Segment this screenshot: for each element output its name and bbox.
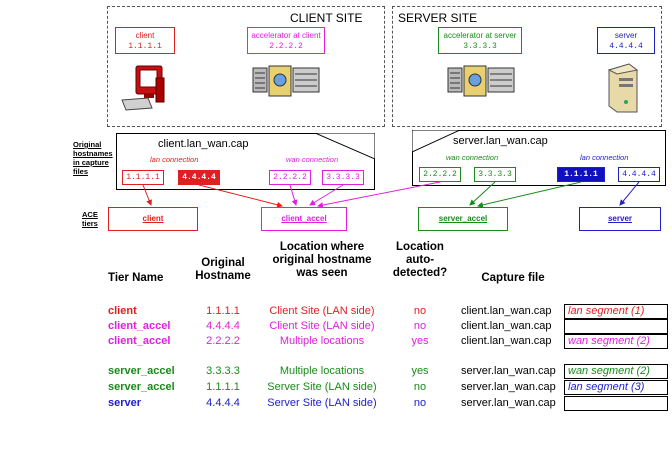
row-tier-name: server [108,397,142,409]
row-capture-file: client.lan_wan.cap [461,320,552,332]
mapping-arrows [142,181,640,208]
accel-server-host-ip: 3.3.3.3 [463,42,497,51]
row-location: Server Site (LAN side) [267,381,377,393]
arrow [198,184,283,208]
server-host-box: server 4.4.4.4 [597,27,655,54]
row-segment-note [564,396,668,411]
server-capture-box [412,130,666,186]
row-hostname: 2.2.2.2 [206,335,240,347]
tier-client-accel-box: client_accel [261,207,347,231]
table-header: Location auto-detected? [392,241,448,279]
client-site-region [107,6,385,127]
client-site-title: CLIENT SITE [290,11,363,25]
accel-server-host-label: accelerator at server [443,31,517,40]
client-host-box: client 1.1.1.1 [115,27,175,54]
row-auto-detected: no [413,320,427,332]
row-auto-detected: no [413,305,427,317]
table-header: Original Hostname [195,257,251,282]
row-segment-note: wan segment (2) [564,364,668,379]
server-site-region [392,6,662,127]
row-segment-note [564,319,668,334]
row-hostname: 1.1.1.1 [206,381,240,393]
row-auto-detected: yes [411,335,429,347]
row-location: Client Site (LAN side) [269,305,375,317]
capture-ip-box: 1.1.1.1 [122,170,164,185]
original-hostnames-label: Original hostnames in capture files [73,140,113,176]
accel-server-host-box: accelerator at server 3.3.3.3 [438,27,522,54]
row-segment-note: wan segment (2) [564,334,668,349]
client-host-label: client [135,31,155,40]
row-capture-file: client.lan_wan.cap [461,305,552,317]
capture-ip-box: 3.3.3.3 [322,170,364,185]
tier-server-box: server [579,207,661,231]
client-host-ip: 1.1.1.1 [128,42,162,51]
arrow [317,181,441,208]
capture-ip-box: 4.4.4.4 [178,170,220,185]
client-capture-name: client.lan_wan.cap [158,138,249,150]
tier-client-box: client [108,207,198,231]
wan-accelerator-icon [252,65,320,97]
ace-tiers-label: ACE tiers [82,210,98,228]
row-auto-detected: no [413,381,427,393]
row-hostname: 1.1.1.1 [206,305,240,317]
arrow [469,181,496,206]
row-capture-file: client.lan_wan.cap [461,335,552,347]
server-tower-icon [607,63,639,113]
row-hostname: 3.3.3.3 [206,365,240,377]
table-header: Tier Name [108,272,164,284]
wan-accelerator-icon [447,65,515,97]
client-capture-wan-label: wan connection [286,155,339,164]
capture-ip-box: 1.1.1.1 [557,167,605,182]
capture-ip-box: 3.3.3.3 [474,167,516,182]
row-tier-name: server_accel [108,365,175,377]
folded-corner-icon [315,133,375,159]
tier-server-accel-box: server_accel [418,207,508,231]
row-location: Multiple locations [279,335,365,347]
row-tier-name: client_accel [108,335,171,347]
arrow [477,181,582,208]
folded-corner-icon [412,130,460,152]
arrow [142,184,152,206]
arrow [309,184,344,206]
row-auto-detected: yes [411,365,429,377]
capture-ip-box: 2.2.2.2 [269,170,311,185]
arrow [619,181,640,206]
server-capture-wan-label: wan connection [446,153,499,162]
capture-ip-box: 4.4.4.4 [618,167,660,182]
client-capture-box [116,133,375,190]
row-hostname: 4.4.4.4 [206,397,240,409]
table-header: Capture file [481,272,545,284]
row-location: Server Site (LAN side) [267,397,377,409]
table-header: Location where original hostname was see… [272,241,372,279]
row-capture-file: server.lan_wan.cap [461,381,556,393]
accel-client-host-box: accelerator at client 2.2.2.2 [247,27,325,54]
row-segment-note: lan segment (1) [564,304,668,319]
server-capture-name: server.lan_wan.cap [453,135,548,147]
row-capture-file: server.lan_wan.cap [461,365,556,377]
row-location: Multiple locations [279,365,365,377]
server-capture-lan-label: lan connection [580,153,629,162]
row-location: Client Site (LAN side) [269,320,375,332]
row-capture-file: server.lan_wan.cap [461,397,556,409]
client-capture-lan-label: lan connection [150,155,199,164]
row-hostname: 4.4.4.4 [206,320,240,332]
server-site-title: SERVER SITE [398,11,478,25]
server-host-label: server [614,31,638,40]
row-tier-name: client [108,305,137,317]
capture-ip-box: 2.2.2.2 [419,167,461,182]
arrow [289,184,298,206]
row-tier-name: client_accel [108,320,171,332]
accel-client-host-label: accelerator at client [251,31,321,40]
row-tier-name: server_accel [108,381,175,393]
row-auto-detected: no [413,397,427,409]
accel-client-host-ip: 2.2.2.2 [269,42,303,51]
row-segment-note: lan segment (3) [564,380,668,395]
server-host-ip: 4.4.4.4 [609,42,643,51]
desktop-computer-icon [121,65,165,111]
